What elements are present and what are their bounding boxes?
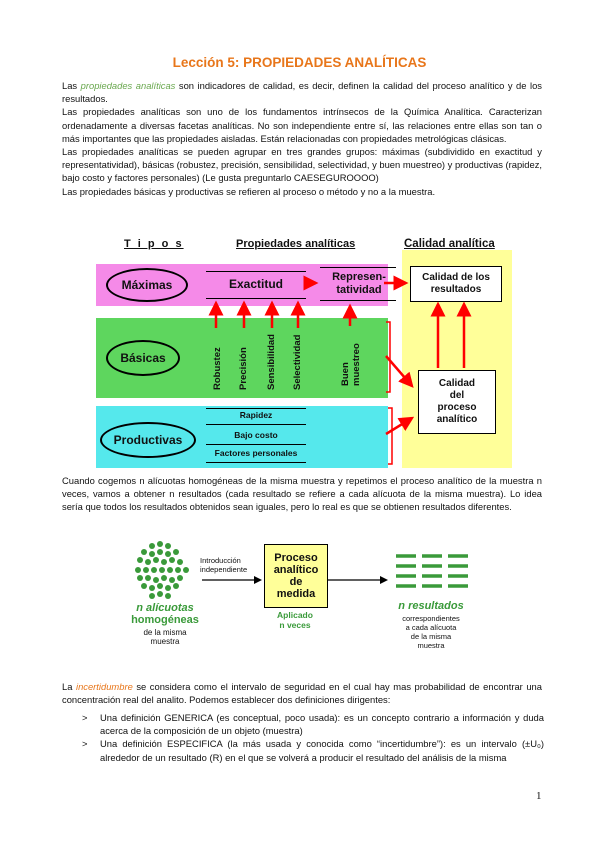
aplicado-label: Aplicado n veces — [277, 610, 313, 630]
label-factores: Factores personales — [214, 448, 298, 458]
bullet-mark: > — [82, 712, 88, 723]
box-calidad-resultados: Calidad de los resultados — [410, 266, 502, 302]
arrow-to-resultados — [328, 576, 388, 584]
paragraph-basicas: Las propiedades básicas y productivas se… — [62, 185, 436, 197]
brace-productivas — [388, 407, 393, 465]
alicuotas-subtitle: homogéneas — [131, 614, 199, 626]
text-run: son indicadores de calidad, es decir, de… — [62, 80, 542, 105]
alicuotas-label: n alícuotas homogéneas — [120, 602, 210, 626]
list-item: > Una definición ESPECIFICA (la más usada… — [82, 737, 544, 763]
bullet-text: Una definición GENERICA (es conceptual, … — [100, 712, 544, 737]
page-title: Lección 5: PROPIEDADES ANALÍTICAS — [172, 55, 427, 70]
paragraph-fundamentos: Las propiedades analíticas son uno de lo… — [62, 106, 542, 144]
arrow-productivas — [385, 416, 415, 436]
text-run: Las — [62, 80, 81, 91]
paragraph-definition: Las propiedades analíticas son indicador… — [62, 79, 542, 105]
header-calidad: Calidad analítica — [404, 238, 495, 250]
paragraph-grupos: Las propiedades analíticas se pueden agr… — [62, 146, 542, 184]
divider — [206, 298, 306, 299]
term-propiedades: propiedades analíticas — [80, 80, 176, 91]
label-maximas: Máximas — [121, 278, 173, 292]
box-proceso: Proceso analítico de medida — [264, 544, 328, 608]
pill-basicas: Básicas — [106, 340, 180, 376]
list-item: > Una definición GENERICA (es conceptual,… — [82, 711, 544, 737]
n-resultados-label: n resultados — [398, 600, 464, 612]
label-representatividad: Represen- tatividad — [332, 271, 386, 296]
text-run: se considera como el intervalo de seguri… — [62, 681, 542, 706]
bullet-mark: > — [82, 738, 88, 750]
term-incertidumbre: incertidumbre — [75, 681, 133, 692]
brace-basicas — [386, 321, 391, 393]
pill-maximas: Máximas — [106, 268, 188, 302]
arrows-layer — [208, 275, 472, 465]
box-calidad-proceso: Calidad del proceso analítico — [418, 370, 496, 434]
dots-icon — [135, 541, 189, 599]
divider — [320, 300, 396, 301]
de-la-misma-muestra: de la misma muestra — [143, 628, 187, 646]
header-propiedades: Propiedades analíticas — [236, 238, 356, 250]
bullet-text: Una definición ESPECIFICA (la más usada … — [100, 738, 544, 763]
results-lines-icon — [396, 554, 468, 588]
label-rapidez: Rapidez — [239, 410, 273, 420]
correspondientes-label: correspondientes a cada alícuota de la m… — [402, 614, 460, 650]
definitions-list: > Una definición GENERICA (es conceptual,… — [82, 711, 544, 764]
label-basicas: Básicas — [120, 351, 166, 365]
divider — [206, 271, 306, 272]
alicuotas-title: n alícuotas — [136, 602, 194, 614]
page-number: 1 — [536, 790, 542, 802]
introduccion-label: Introducción independiente — [200, 556, 248, 574]
divider — [206, 462, 306, 463]
paragraph-incertidumbre: La incertidumbre se considera como el in… — [62, 680, 542, 706]
divider — [206, 444, 306, 445]
label-bajo-costo: Bajo costo — [234, 430, 278, 440]
divider — [206, 424, 306, 425]
divider — [320, 267, 396, 268]
pill-productivas: Productivas — [100, 422, 196, 458]
text-run: La — [62, 681, 76, 692]
alicuotas-diagram: n alícuotas homogéneas de la misma muest… — [130, 540, 470, 652]
arrow-to-proceso — [202, 576, 262, 584]
label-productivas: Productivas — [113, 433, 183, 447]
header-tipos: T i p o s — [124, 238, 184, 250]
properties-diagram: T i p o s Propiedades analíticas Calidad… — [94, 236, 512, 468]
divider — [206, 408, 306, 409]
label-exactitud: Exactitud — [228, 277, 283, 291]
paragraph-alicuotas: Cuando cogemos n alícuotas homogéneas de… — [62, 475, 542, 513]
intro-text: Las propiedades analíticas son indicador… — [62, 79, 542, 198]
